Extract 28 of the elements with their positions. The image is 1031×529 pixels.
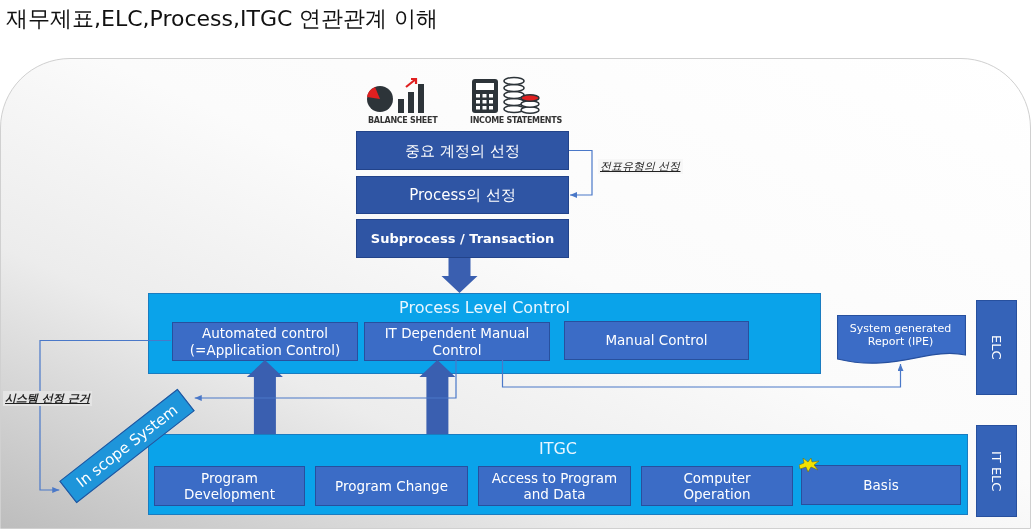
page-title: 재무제표,ELC,Process,ITGC 연관관계 이해 xyxy=(6,5,439,33)
edge-label: 시스템 선정 근거 xyxy=(3,391,92,406)
block-arrow xyxy=(441,258,478,293)
control-box: IT Dependent Manual Control xyxy=(364,322,550,361)
block-arrow xyxy=(419,360,456,434)
edge-label: 전표유형의 선정 xyxy=(598,159,683,174)
icon-caption: INCOME STATEMENTS xyxy=(470,116,562,125)
control-box: Program Development xyxy=(154,466,305,506)
connector-arrow xyxy=(194,359,457,401)
group-title: Process Level Control xyxy=(398,298,571,318)
block-arrow xyxy=(246,360,283,434)
control-box: Manual Control xyxy=(564,321,749,360)
control-box: Automated control (=Application Control) xyxy=(172,322,358,361)
step-box: Process의 선정 xyxy=(356,176,569,214)
connector-arrow xyxy=(501,359,904,388)
step-box: Subprocess / Transaction xyxy=(356,219,569,258)
side-label-bar: IT ELC xyxy=(976,425,1017,517)
control-group-panel xyxy=(148,293,821,374)
control-box: Basis xyxy=(801,465,961,505)
step-box: 중요 계정의 선정 xyxy=(356,131,569,170)
icon-caption: BALANCE SHEET xyxy=(368,116,438,125)
connector-arrow xyxy=(568,149,593,198)
group-title: ITGC xyxy=(537,439,579,459)
connector-arrow xyxy=(39,339,172,493)
control-box: Program Change xyxy=(315,466,468,506)
control-box: Access to Program and Data xyxy=(478,466,631,506)
side-label-bar: ELC xyxy=(976,300,1017,395)
control-box: Computer Operation xyxy=(641,466,793,506)
